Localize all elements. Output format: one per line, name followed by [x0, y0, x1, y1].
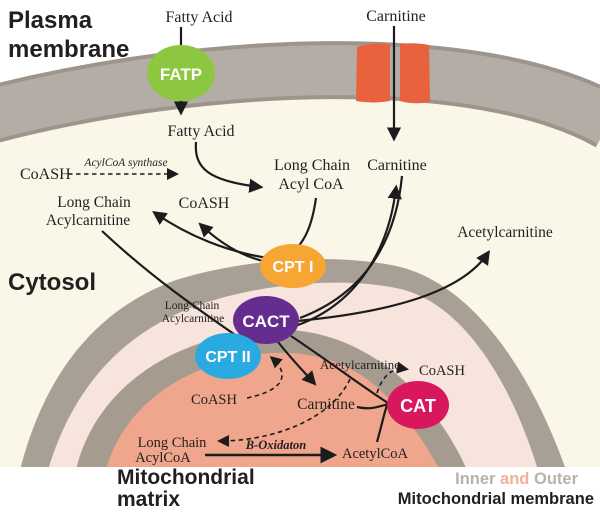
carnitine-matrix-label: Carnitine: [297, 396, 355, 413]
cpt2-oval: CPT II: [195, 333, 261, 379]
lc-acylcoa-cytosol-line2: Acyl CoA: [278, 176, 344, 193]
carnitine-channel-right: [400, 43, 430, 104]
lc-acylcarnitine-cytosol-line1: Long Chain: [57, 194, 131, 211]
plasma-membrane-label-line1: Plasma: [8, 7, 93, 34]
caption-and: and: [495, 470, 534, 488]
coash-cpt2-label: CoASH: [191, 392, 237, 408]
arrow-fattyacid-to-lcacylcoa: [194, 141, 264, 193]
fatp-label: FATP: [160, 65, 202, 84]
fatty-acid-top-label: Fatty Acid: [165, 9, 232, 26]
lc-acylcoa-matrix-line2: AcylCoA: [135, 450, 191, 466]
cpt2-label: CPT II: [205, 349, 250, 366]
arrow-carnitine-into-cact: [299, 175, 404, 320]
plasma-membrane-band: [0, 45, 600, 144]
lc-acylcarnitine-cytosol-line2: Acylcarnitine: [46, 212, 130, 229]
acetylcoa-matrix-label: AcetylCoA: [342, 446, 409, 462]
cat-oval: CAT: [387, 381, 449, 429]
caption-outer: Outer: [534, 470, 579, 488]
fatty-acid-cytosol-label: Fatty Acid: [167, 123, 234, 140]
mitochondrial-matrix-label-line1: Mitochondrial: [117, 466, 255, 489]
lc-acylcarnitine-ims-line1: Long Chain: [165, 300, 220, 312]
coash-cytosol-label: CoASH: [179, 195, 230, 212]
cpt1-label: CPT I: [273, 259, 314, 276]
acetylcarnitine-cytosol-label: Acetylcarnitine: [457, 224, 553, 241]
mitochondrial-membrane-caption: Mitochondrial membrane: [398, 490, 594, 508]
arrow-acetylcarnitine-cat-to-cact: [290, 335, 389, 404]
arrow-acylcarnitine-into-cact: [101, 230, 245, 342]
coash-synthase-label: CoASH: [20, 166, 71, 183]
arrow-cact-to-acetylcarnitine-cytosol: [296, 250, 490, 323]
arrow-carnitine-into-cat: [356, 402, 389, 410]
caption-inner: Inner: [455, 470, 496, 488]
lc-acylcoa-cytosol-line1: Long Chain: [274, 157, 350, 174]
inner-outer-caption: Inner and Outer: [455, 470, 578, 488]
lc-acylcoa-matrix-line1: Long Chain: [138, 435, 208, 451]
arrow-cact-to-carnitine-matrix: [277, 341, 317, 386]
fatp-oval: FATP: [147, 45, 215, 101]
cat-label: CAT: [400, 396, 436, 416]
coash-cat-label: CoASH: [419, 363, 465, 379]
lc-acylcarnitine-ims-line2: Acylcarnitine: [162, 313, 225, 325]
cact-oval: CACT: [233, 296, 299, 344]
beta-oxidation-label: B-Oxidaton: [245, 438, 306, 452]
cytosol-label: Cytosol: [8, 269, 96, 296]
carnitine-channel-left: [356, 43, 390, 103]
acylcoa-synthase-label: AcylCoA synthase: [83, 157, 167, 169]
mitochondrial-matrix-label-line2: matrix: [117, 488, 180, 511]
cpt1-oval: CPT I: [260, 244, 326, 288]
arrow-cpt1-to-acylcarnitine: [152, 210, 269, 260]
carnitine-top-label: Carnitine: [366, 8, 426, 25]
arrow-coash-into-cpt2: [246, 356, 283, 399]
acetylcarnitine-matrix-label: Acetylcarnitine: [320, 357, 400, 372]
arrow-acetylcoa-into-cat: [375, 404, 389, 443]
carnitine-cytosol-label: Carnitine: [367, 157, 427, 174]
plasma-membrane-label-line2: membrane: [8, 36, 129, 63]
cact-label: CACT: [242, 312, 290, 331]
